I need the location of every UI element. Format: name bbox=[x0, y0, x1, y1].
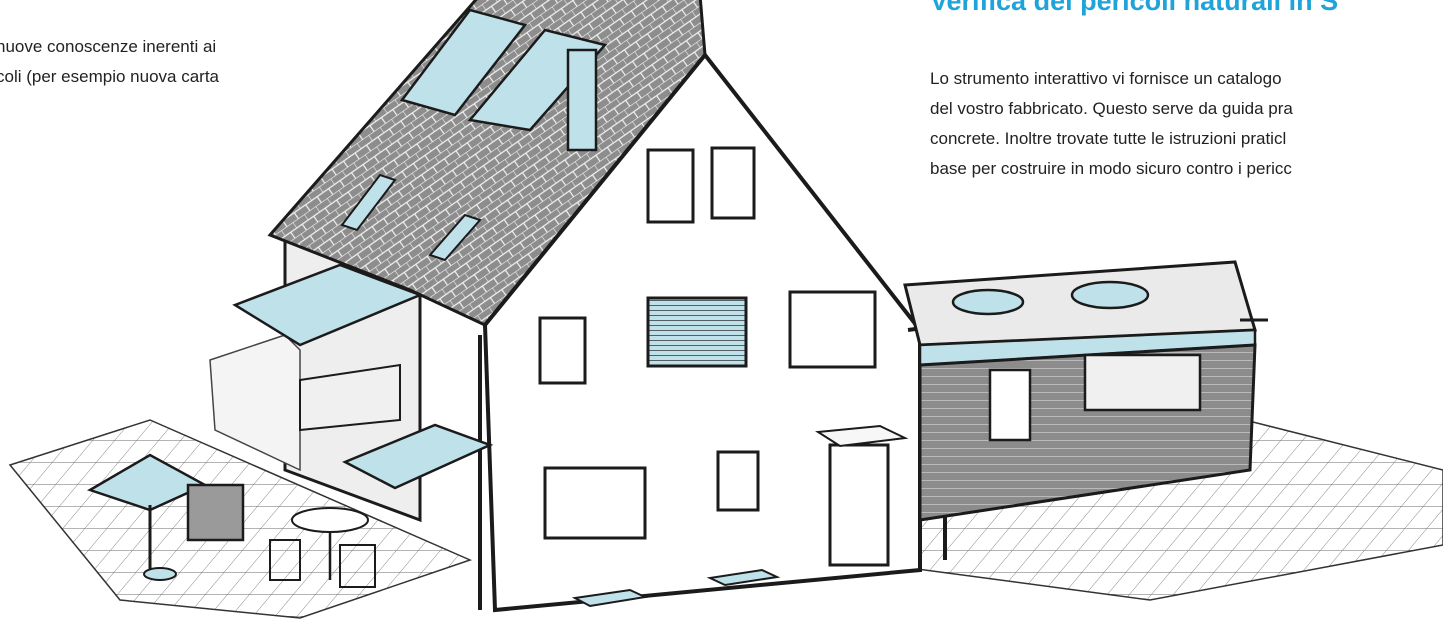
left-paragraph-line: nuove conoscenze inerenti ai bbox=[0, 37, 217, 56]
intro-paragraph: Lo strumento interattivo vi fornisce un … bbox=[930, 64, 1293, 184]
garage bbox=[903, 260, 1268, 522]
intro-line: concrete. Inoltre trovate tutte le istru… bbox=[930, 129, 1287, 148]
intro-line: base per costruire in modo sicuro contro… bbox=[930, 159, 1292, 178]
section-headline: Verifica dei pericoli naturali in S bbox=[930, 0, 1339, 16]
intro-line: del vostro fabbricato. Questo serve da g… bbox=[930, 99, 1293, 118]
awnings bbox=[232, 263, 494, 490]
left-paragraph-line: coli (per esempio nuova carta bbox=[0, 67, 220, 86]
left-paragraph: nuove conoscenze inerenti ai coli (per e… bbox=[0, 32, 326, 92]
barbecue-grill bbox=[186, 483, 245, 542]
roof bbox=[267, 0, 707, 327]
patio-table-set bbox=[269, 507, 376, 588]
intro-line: Lo strumento interattivo vi fornisce un … bbox=[930, 69, 1282, 88]
